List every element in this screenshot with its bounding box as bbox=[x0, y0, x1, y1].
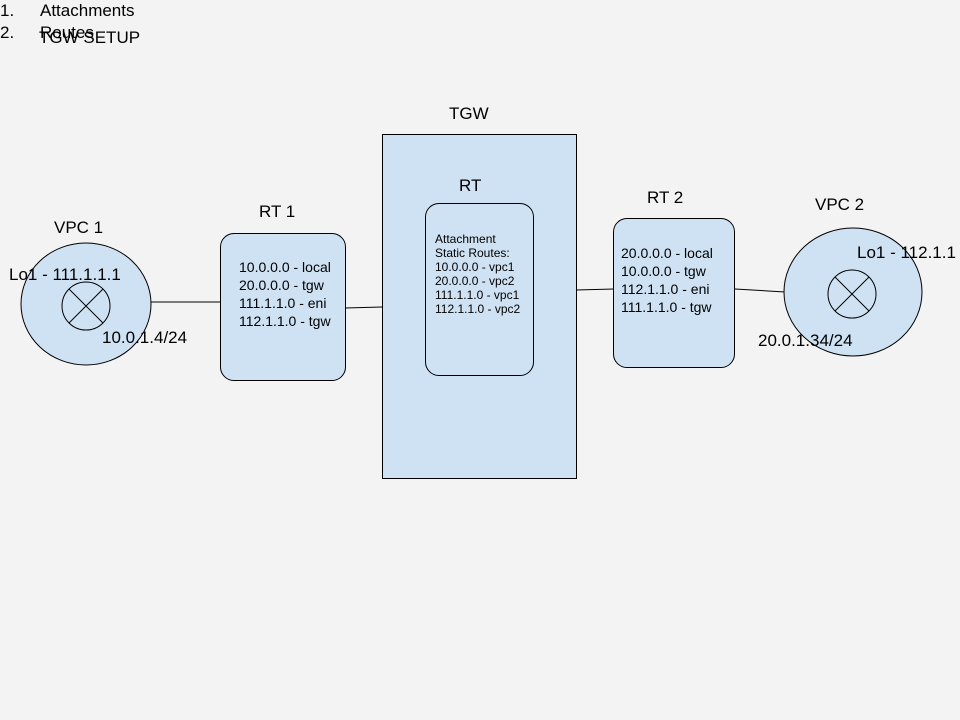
setup-title: TGW SETUP bbox=[39, 28, 141, 47]
tgw-rt-line: 10.0.0.0 - vpc1 bbox=[435, 260, 515, 274]
rt2-route: 112.1.1.0 - eni bbox=[621, 281, 710, 297]
setup-steps-list: 1.Attachments 2.Routes bbox=[0, 0, 960, 44]
vpc2-router-icon bbox=[827, 269, 877, 319]
vpc1-router-icon bbox=[61, 281, 111, 331]
rt1-route: 20.0.0.0 - tgw bbox=[239, 277, 324, 293]
setup-step-1: 1.Attachments bbox=[0, 1, 135, 20]
rt2-box: 20.0.0.0 - local 10.0.0.0 - tgw 112.1.1.… bbox=[613, 218, 735, 368]
rt2-route: 111.1.1.0 - tgw bbox=[621, 299, 712, 315]
rt1-box: 10.0.0.0 - local 20.0.0.0 - tgw 111.1.1.… bbox=[220, 233, 346, 381]
rt1-route: 111.1.1.0 - eni bbox=[239, 295, 327, 311]
tgw-label: TGW bbox=[449, 104, 489, 123]
vpc1-label: VPC 1 bbox=[54, 218, 104, 237]
rt2-route: 10.0.0.0 - tgw bbox=[621, 263, 706, 279]
tgw-rt-route-list: Attachment Static Routes: 10.0.0.0 - vpc… bbox=[435, 232, 520, 316]
vpc1-loopback: Lo1 - 111.1.1.1 bbox=[9, 265, 121, 284]
rt1-route: 112.1.1.0 - tgw bbox=[239, 313, 331, 329]
tgw-rt-label: RT bbox=[459, 176, 482, 195]
rt2-route-list: 20.0.0.0 - local 10.0.0.0 - tgw 112.1.1.… bbox=[621, 244, 713, 316]
vpc2-label: VPC 2 bbox=[815, 195, 865, 214]
rt1-route: 10.0.0.0 - local bbox=[239, 259, 331, 275]
rt1-label: RT 1 bbox=[259, 202, 296, 221]
vpc1-ip: 10.0.1.4/24 bbox=[102, 328, 188, 347]
tgw-rt-line: Attachment bbox=[435, 232, 496, 246]
tgw-rt-line: 20.0.0.0 - vpc2 bbox=[435, 274, 515, 288]
link-rt1-tgw bbox=[344, 306, 384, 309]
vpc2-loopback: Lo1 - 112.1.1 bbox=[857, 243, 956, 262]
setup-step-2: 2.Routes bbox=[0, 23, 94, 42]
tgw-rt-line: 112.1.1.0 - vpc2 bbox=[435, 302, 521, 316]
tgw-rt-line: 111.1.1.0 - vpc1 bbox=[435, 288, 520, 302]
tgw-rt-box: Attachment Static Routes: 10.0.0.0 - vpc… bbox=[425, 203, 534, 376]
rt2-label: RT 2 bbox=[647, 188, 684, 207]
link-tgw-rt2 bbox=[575, 288, 615, 291]
link-rt2-vpc2 bbox=[734, 288, 786, 293]
tgw-rt-line: Static Routes: bbox=[435, 246, 510, 260]
rt2-route: 20.0.0.0 - local bbox=[621, 245, 713, 261]
vpc2-ip: 20.0.1.34/24 bbox=[758, 331, 853, 350]
rt1-route-list: 10.0.0.0 - local 20.0.0.0 - tgw 111.1.1.… bbox=[239, 258, 331, 330]
